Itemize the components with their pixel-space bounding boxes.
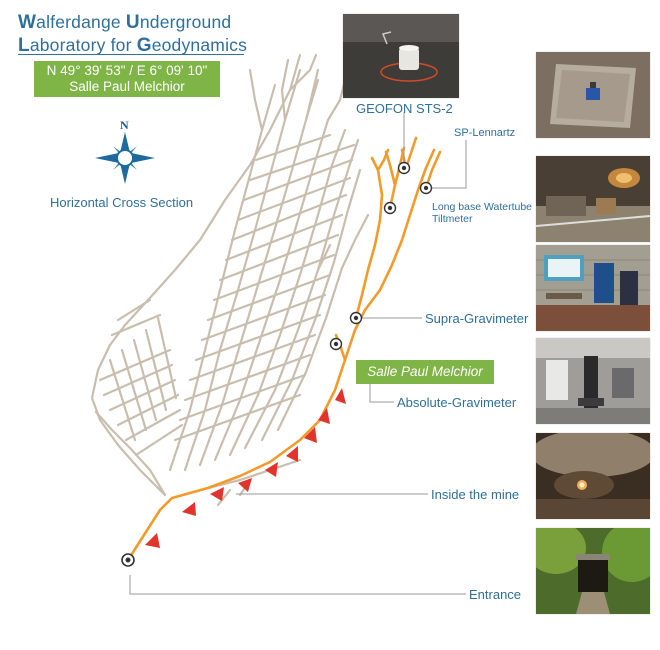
marker-tiltmeter	[383, 201, 397, 215]
marker-supra-gravimeter	[349, 311, 363, 325]
compass-rose-icon	[95, 132, 155, 184]
coordinates-box: N 49° 39' 53" / E 6° 09' 10" Salle Paul …	[34, 61, 220, 97]
inside-mine-photo	[536, 433, 650, 519]
geofon-label: GEOFON STS-2	[356, 101, 453, 116]
coordinates-text: N 49° 39' 53" / E 6° 09' 10"	[46, 63, 208, 78]
direction-arrows	[145, 388, 346, 548]
inside-mine-label: Inside the mine	[431, 487, 520, 502]
site-name-text: Salle Paul Melchior	[69, 79, 185, 94]
lab-title: Walferdange Underground Laboratory for G…	[18, 11, 247, 57]
compass-north-label: N	[120, 118, 129, 132]
instrument-markers	[121, 161, 433, 567]
marker-sp-lennartz	[419, 181, 433, 195]
sp-lennartz-photo	[536, 52, 650, 138]
sp-lennartz-label: SP-Lennartz	[454, 127, 516, 139]
tiltmeter-photo	[536, 156, 650, 242]
entrance-photo	[536, 528, 650, 614]
geofon-photo	[343, 14, 459, 98]
title-underline	[18, 54, 244, 55]
supra-gravimeter-label: Supra-Gravimeter	[425, 311, 529, 326]
absolute-gravimeter-label: Absolute-Gravimeter	[397, 395, 517, 410]
title-line-2: Laboratory for Geodynamics	[18, 35, 248, 56]
entrance-label: Entrance	[469, 587, 522, 602]
tiltmeter-label: Long base Watertube Tiltmeter	[432, 201, 533, 225]
instrument-path	[126, 136, 442, 562]
supra-gravimeter-photo	[536, 245, 650, 331]
title-line-1: Walferdange Underground	[18, 12, 232, 33]
marker-entrance	[121, 553, 135, 567]
tunnel-network	[90, 53, 370, 507]
leader-lines	[129, 112, 467, 595]
salle-paul-melchior-tag: Salle Paul Melchior	[356, 360, 494, 384]
section-label: Horizontal Cross Section	[50, 195, 194, 210]
marker-geofon	[397, 161, 411, 175]
absolute-gravimeter-photo	[536, 338, 650, 424]
marker-absolute-gravimeter	[329, 337, 343, 351]
